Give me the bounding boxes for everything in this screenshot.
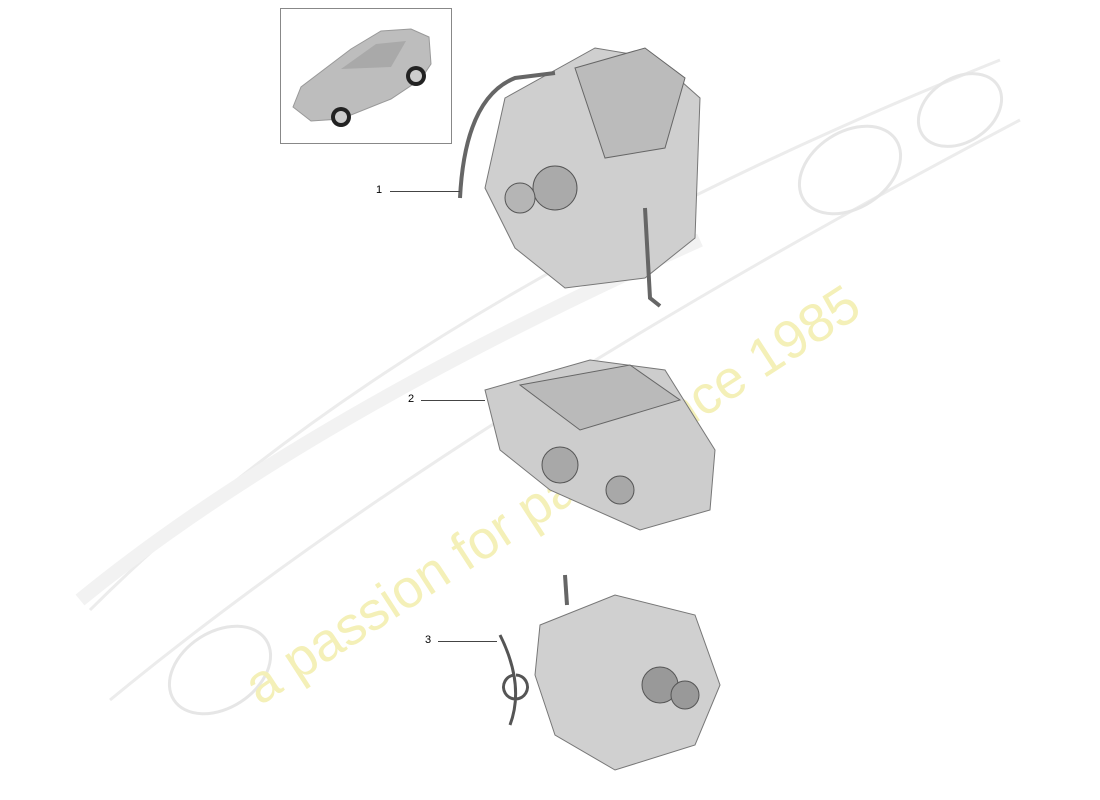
car-icon bbox=[292, 28, 432, 127]
callout-number-3: 3 bbox=[425, 634, 432, 646]
short-block-engine-image[interactable] bbox=[495, 565, 725, 775]
long-block-engine-image[interactable] bbox=[480, 340, 725, 540]
callout-line-1 bbox=[390, 191, 460, 192]
callout-number-2: 2 bbox=[408, 393, 415, 405]
callout-line-3 bbox=[438, 641, 497, 642]
callout-line-2 bbox=[421, 400, 485, 401]
complete-engine-image[interactable] bbox=[445, 38, 710, 313]
vehicle-thumbnail[interactable] bbox=[280, 8, 452, 144]
callout-number-1: 1 bbox=[376, 184, 383, 196]
